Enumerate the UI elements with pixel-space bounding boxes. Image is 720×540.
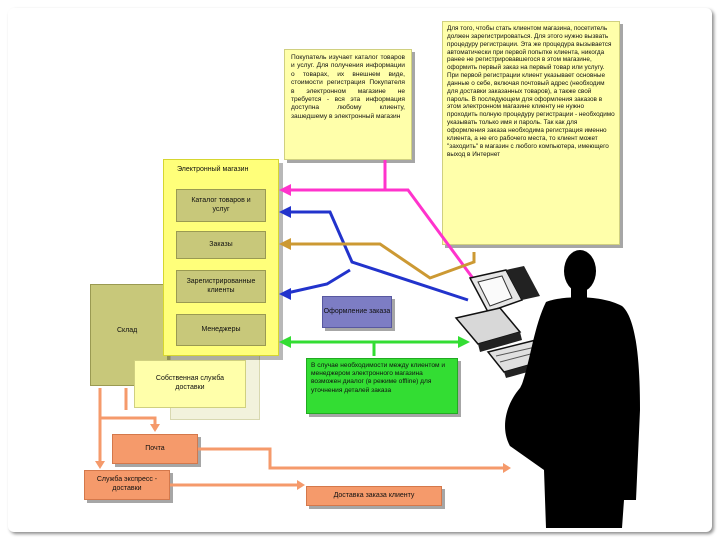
order-placement-box: Оформление заказа — [322, 296, 392, 328]
orders-module: Заказы — [176, 231, 266, 259]
registered-clients-module: Зарегистрированные клиенты — [176, 270, 266, 303]
own-delivery-label: Собственная служба доставки — [155, 375, 225, 391]
warehouse-label: Склад — [117, 327, 138, 334]
managers-module: Менеджеры — [176, 314, 266, 346]
brown-connector — [279, 238, 476, 280]
delivery-to-client-label: Доставка заказа клиенту — [333, 491, 415, 499]
dialog-note-box: В случае необходимости между клиентом и … — [306, 358, 458, 414]
registered-clients-label: Зарегистрированные клиенты — [186, 277, 256, 294]
blue-connector — [279, 206, 469, 302]
order-placement-label: Оформление заказа — [323, 307, 391, 315]
managers-label: Менеджеры — [201, 325, 241, 333]
registration-note-text: Для того, чтобы стать клиентом магазина,… — [447, 25, 615, 158]
person-silhouette-icon — [505, 250, 640, 528]
shop-title: Электронный магазин — [177, 166, 249, 173]
dialog-note-text: В случае необходимости между клиентом и … — [311, 362, 446, 394]
catalog-module: Каталог товаров и услуг — [176, 189, 266, 222]
mail-label: Почта — [145, 444, 165, 452]
pink-connector — [279, 160, 485, 293]
mail-box: Почта — [112, 434, 198, 464]
salmon-connector — [95, 388, 511, 490]
catalog-label: Каталог товаров и услуг — [191, 196, 251, 213]
buyer-note-box: Покупатель изучает каталог товаров и усл… — [284, 49, 412, 160]
delivery-to-client-box: Доставка заказа клиенту — [306, 486, 442, 506]
buyer-note-text: Покупатель изучает каталог товаров и усл… — [291, 54, 405, 120]
green-connector — [279, 336, 470, 356]
orders-label: Заказы — [209, 240, 233, 248]
express-delivery-box: Служба экспресс - доставки — [84, 470, 170, 500]
own-delivery-box: Собственная служба доставки — [134, 360, 246, 408]
express-delivery-label: Служба экспресс - доставки — [96, 476, 158, 492]
registration-note-box: Для того, чтобы стать клиентом магазина,… — [442, 21, 620, 245]
